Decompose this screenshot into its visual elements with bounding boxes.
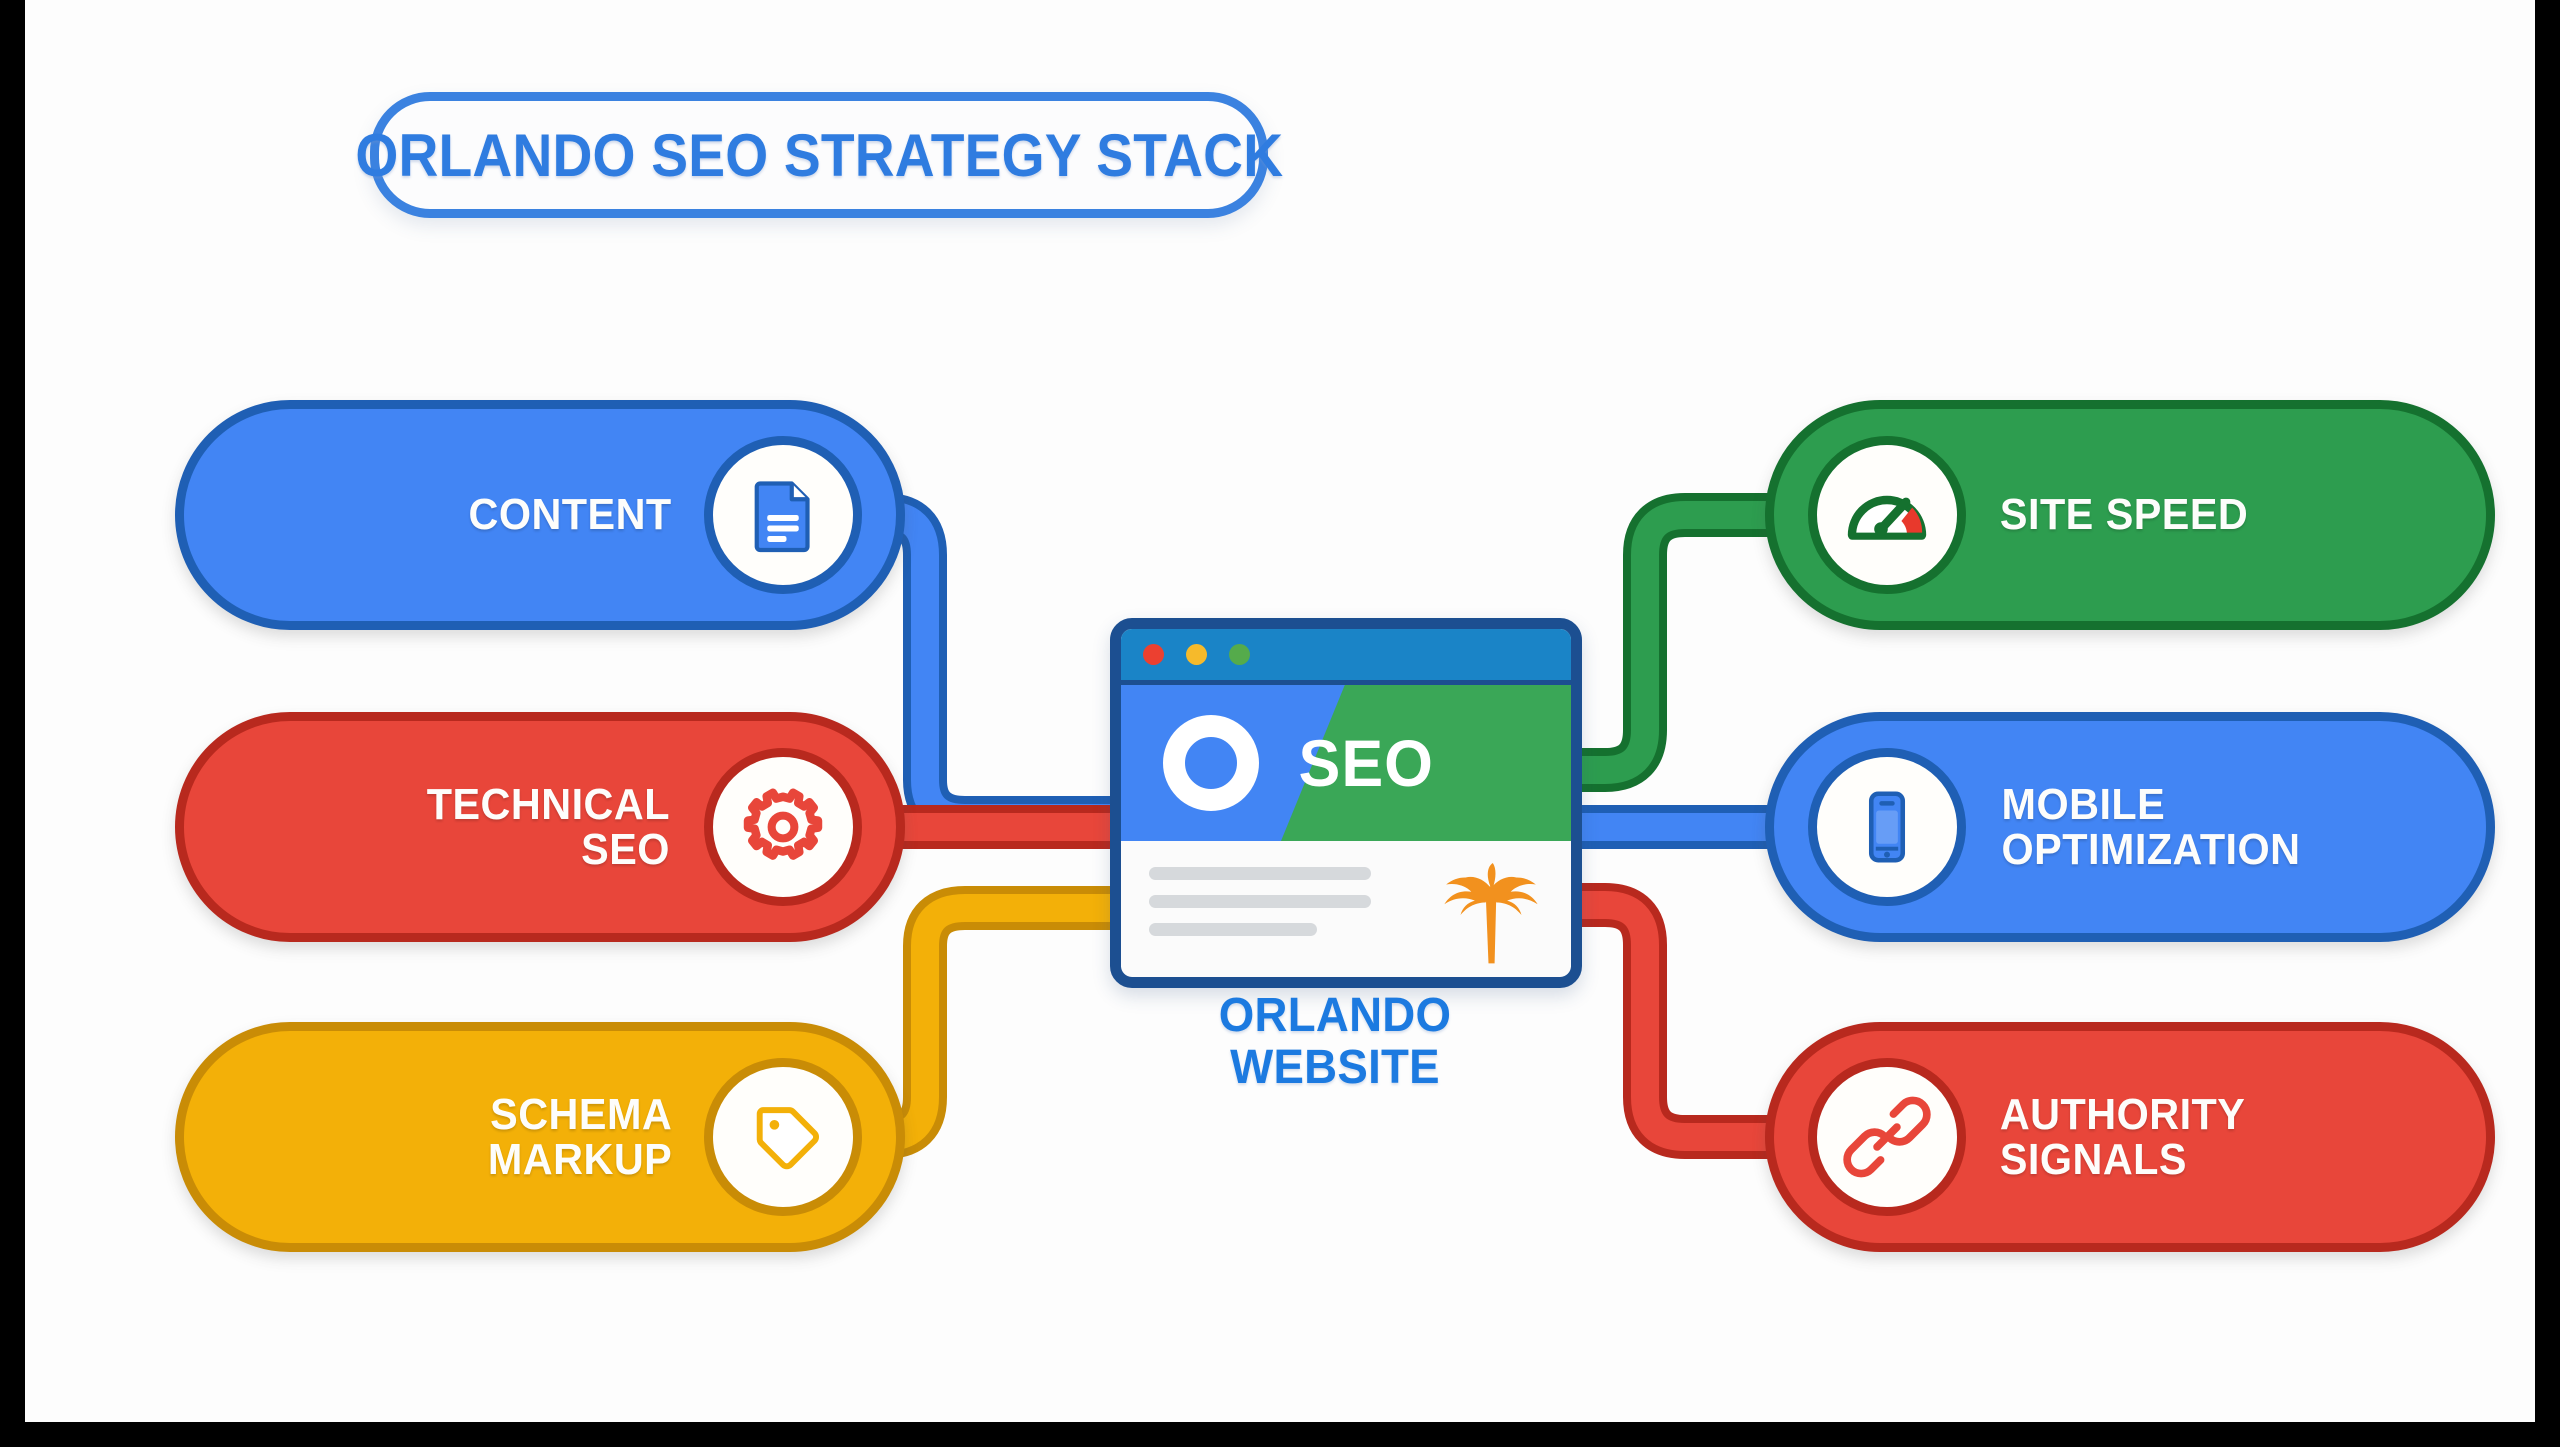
content-placeholder-line [1149, 867, 1371, 880]
red-dot [1143, 644, 1164, 665]
browser-caption: ORLANDO WEBSITE [1218, 989, 1452, 1094]
node-schema-markup[interactable]: SCHEMA MARKUP [175, 1022, 905, 1252]
node-schema-markup-label: SCHEMA MARKUP [487, 1089, 673, 1184]
browser-titlebar [1121, 629, 1571, 685]
infographic-canvas: ORLANDO SEO STRATEGY STACK CONTENT TECHN… [25, 0, 2535, 1422]
node-content[interactable]: CONTENT [175, 400, 905, 630]
browser-content-area [1121, 841, 1571, 967]
content-placeholder-line [1149, 923, 1317, 936]
gear-icon [704, 748, 862, 906]
node-technical-seo-label: TECHNICAL SEO [427, 779, 671, 874]
node-content-label: CONTENT [468, 490, 672, 540]
content-placeholder-line [1149, 895, 1371, 908]
green-dot [1229, 644, 1250, 665]
tag-icon [704, 1058, 862, 1216]
smartphone-icon [1808, 748, 1966, 906]
connector-authority-core [1560, 891, 1880, 1151]
speedometer-icon [1808, 436, 1966, 594]
page-title: ORLANDO SEO STRATEGY STACK [355, 121, 1283, 189]
palm-tree-icon [1444, 863, 1538, 964]
page-title-pill: ORLANDO SEO STRATEGY STACK [355, 92, 1283, 218]
node-mobile-optimization-label: MOBILE OPTIMIZATION [2001, 779, 2301, 874]
orlando-website-browser-mock[interactable]: SEO [1110, 618, 1582, 988]
link-chain-icon [1808, 1058, 1966, 1216]
node-authority-signals-label: AUTHORITY SIGNALS [1999, 1089, 2246, 1184]
node-mobile-optimization[interactable]: MOBILE OPTIMIZATION [1765, 712, 2495, 942]
letterbox-bottom [0, 1422, 2560, 1447]
yellow-dot [1186, 644, 1207, 665]
node-authority-signals[interactable]: AUTHORITY SIGNALS [1765, 1022, 2495, 1252]
node-site-speed[interactable]: SITE SPEED [1765, 400, 2495, 630]
orlando-o-ring-icon [1163, 715, 1259, 811]
letterbox-right [2535, 0, 2560, 1447]
hero-seo-text: SEO [1298, 726, 1434, 800]
browser-hero-banner: SEO [1121, 685, 1571, 841]
node-technical-seo[interactable]: TECHNICAL SEO [175, 712, 905, 942]
node-site-speed-label: SITE SPEED [1999, 490, 2249, 540]
document-icon [704, 436, 862, 594]
connector-sitespeed-core [1560, 501, 1880, 784]
letterbox-left [0, 0, 25, 1447]
